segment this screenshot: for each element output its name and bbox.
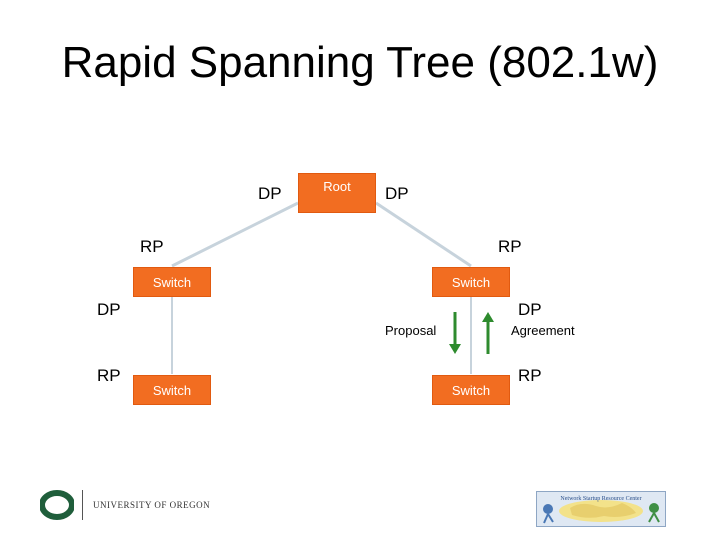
- port-label-root-right: DP: [385, 184, 409, 203]
- university-name: UNIVERSITY OF OREGON: [93, 500, 211, 510]
- port-label-mid-right-down: DP: [518, 300, 542, 319]
- university-logo: UNIVERSITY OF OREGON: [40, 490, 210, 520]
- link-root-left: [171, 201, 299, 268]
- link-root-right: [375, 201, 472, 268]
- port-label-bot-left-up: RP: [97, 366, 121, 385]
- port-label-mid-left-down: DP: [97, 300, 121, 319]
- agreement-arrow: [482, 312, 494, 354]
- root-label: Root: [323, 179, 351, 194]
- switch-label: Switch: [152, 382, 192, 398]
- port-label-bot-right-up: RP: [518, 366, 542, 385]
- switch-mid-right: Switch: [432, 267, 510, 297]
- logo-divider: [82, 490, 83, 520]
- switch-mid-left: Switch: [133, 267, 211, 297]
- switch-label: Switch: [451, 382, 491, 398]
- agreement-label: Agreement: [511, 323, 575, 338]
- switch-bottom-left: Switch: [133, 375, 211, 405]
- root-bridge: Root: [298, 173, 376, 213]
- proposal-label: Proposal: [385, 323, 437, 338]
- port-label-mid-right-up: RP: [498, 237, 522, 256]
- port-label-root-left: DP: [258, 184, 282, 203]
- nsrc-logo-icon: Network Startup Resource Center: [536, 491, 666, 527]
- nsrc-logo-text: Network Startup Resource Center: [560, 496, 641, 502]
- switch-label: Switch: [451, 274, 491, 290]
- oregon-o-logo-icon: [40, 490, 74, 520]
- proposal-arrow: [449, 312, 461, 354]
- slide-title: Rapid Spanning Tree (802.1w): [61, 38, 659, 87]
- switch-label: Switch: [152, 274, 192, 290]
- switch-bottom-right: Switch: [432, 375, 510, 405]
- port-label-mid-left-up: RP: [140, 237, 164, 256]
